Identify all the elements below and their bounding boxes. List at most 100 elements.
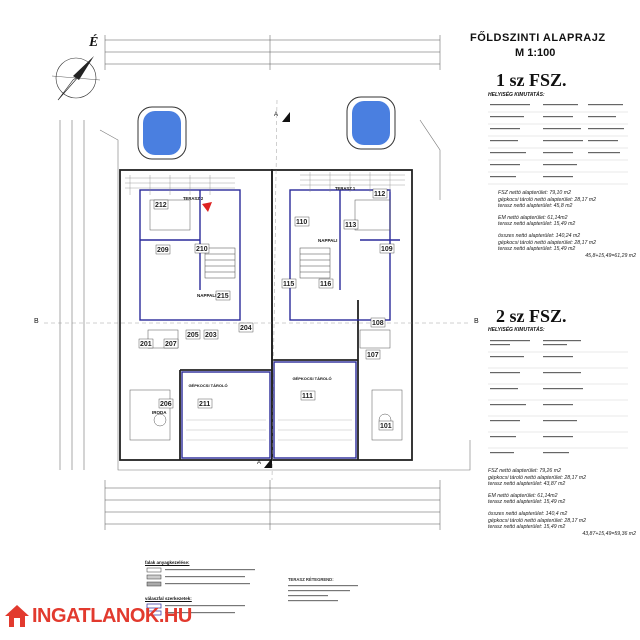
room-number: 110	[296, 219, 307, 226]
garage-floor-pattern	[186, 419, 352, 441]
room-number-box	[343, 219, 359, 230]
unit2-subhead: HELYISÉG KIMUTATÁS:	[488, 327, 545, 333]
ingatlanok-logo: INGATLANOK.HU	[4, 600, 192, 632]
unit2-heading: 2 sz FSZ.	[496, 306, 567, 326]
room-number: 107	[367, 352, 379, 359]
terrace-layer-note: TERASZ RÉTEGREND:	[288, 577, 378, 606]
room-number-box	[163, 338, 179, 349]
pools	[137, 96, 396, 160]
room-number: 111	[302, 393, 313, 400]
unit2-stat-line: összes nettó alapterület: 140,4 m2	[488, 510, 568, 517]
terrace-layer-title: TERASZ RÉTEGREND:	[288, 577, 334, 582]
room-number: 205	[187, 332, 199, 339]
property-boundary	[99, 119, 471, 471]
north-letter: É	[89, 35, 99, 50]
building-right-walls	[271, 169, 413, 461]
unit1-stat-line: összes nettó alapterület: 140,24 m2	[498, 232, 581, 239]
room-number: 112	[374, 191, 385, 198]
room-number-box	[158, 398, 174, 409]
section-label-bottom: A	[257, 460, 262, 466]
room-name-nappali-right: NAPPALI	[318, 238, 338, 243]
building-left-walls	[119, 169, 273, 461]
unit1-stat-line: 45,8+15,49=61,29 m2	[585, 252, 636, 259]
legend-title-walls: falak anyagkezelése:	[145, 560, 190, 565]
room-number-box	[215, 290, 231, 301]
room-name-nappali-left: NAPPALI	[197, 293, 217, 298]
unit2-stat-line: gépkocsi tároló nettó alapterület: 28,17…	[488, 474, 587, 481]
unit1-stat-line: terasz nettó alapterület: 45,8 m2	[498, 203, 573, 210]
room-number: 109	[381, 246, 393, 253]
terrace-paving-right	[300, 172, 405, 192]
unit1-room-list	[488, 100, 628, 195]
room-number-box	[185, 329, 201, 340]
legend-partition-samples	[146, 603, 245, 616]
unit1-stat-line: gépkocsi tároló nettó alapterület: 28,17…	[498, 196, 597, 203]
room-number: 108	[372, 320, 384, 327]
unit2-stat-line: terasz nettó alapterület: 15,49 m2	[488, 499, 566, 506]
room-number: 206	[160, 401, 172, 408]
room-number: 209	[157, 247, 169, 254]
terrace-paving-left	[125, 175, 235, 195]
room-number-box	[203, 329, 219, 340]
room-name-terasz-left: TERASZ 2	[183, 196, 204, 201]
unit1-heading: 1 sz FSZ.	[496, 70, 567, 90]
unit1-stat-line: terasz nettó alapterület: 15,49 m2	[498, 221, 576, 228]
room-number: 204	[240, 325, 252, 332]
room-number-box	[318, 278, 334, 289]
unit2-room-list	[488, 336, 628, 464]
entrance-marker	[202, 202, 212, 212]
room-number-box	[281, 278, 297, 289]
room-number-box	[370, 317, 386, 328]
room-number: 212	[155, 202, 167, 209]
room-number-box	[365, 349, 381, 360]
unit1-stat-line: EM nettó alapterület: 61,14m2	[498, 214, 568, 221]
unit1-stat-line: FSZ nettó alapterület: 79,10 m2	[498, 190, 571, 196]
north-arrow	[51, 56, 101, 101]
section-label-top: A	[274, 112, 279, 118]
room-number-box	[300, 390, 316, 401]
house-logo-icon	[5, 605, 29, 627]
room-number-box	[194, 243, 210, 254]
room-number-box	[379, 243, 395, 254]
room-number: 211	[199, 401, 210, 408]
unit1-room-table	[488, 104, 628, 185]
room-number: 203	[205, 332, 217, 339]
unit2-room-table	[488, 340, 628, 454]
legend-title-partitions: válaszfal szerkezetek:	[145, 596, 192, 601]
room-name-garage-right: GÉPKOCSI TÁROLÓ	[292, 376, 332, 381]
interior-walls-blue	[139, 189, 400, 459]
dimension-lines-top	[104, 35, 441, 70]
room-name-terasz-right: TERASZ 1	[335, 186, 356, 191]
room-number: 101	[380, 423, 392, 430]
room-number: 207	[165, 341, 177, 348]
room-number: 115	[283, 281, 294, 288]
room-number: 210	[196, 246, 208, 253]
room-number-box	[138, 338, 154, 349]
room-name-garage-left: GÉPKOCSI TÁROLÓ	[188, 383, 228, 388]
room-number-box	[294, 216, 310, 227]
drawing-title: FŐLDSZINTI ALAPRAJZ	[470, 32, 606, 44]
unit2-stat-line: EM nettó alapterület: 61,14m2	[488, 492, 558, 499]
room-number-box	[238, 322, 254, 333]
room-number-box	[372, 188, 388, 199]
wall-legend: falak anyagkezelése: válaszfal szerkezet…	[145, 560, 275, 622]
dimension-lines-left	[59, 120, 85, 470]
dimension-lines-bottom	[104, 480, 441, 530]
unit2-stat-line: terasz nettó alapterület: 43,87 m2	[488, 481, 566, 488]
section-marks	[44, 99, 470, 481]
terrace-layer-lines	[288, 585, 358, 602]
stairs	[204, 247, 331, 279]
unit1-stat-line: terasz nettó alapterület: 15,49 m2	[498, 246, 576, 253]
unit1-stat-line: gépkocsi tároló nettó alapterület: 28,17…	[498, 239, 597, 246]
unit2-stat-line: 43,87+15,49=59,36 m2	[582, 530, 636, 537]
room-number: 215	[217, 293, 229, 300]
unit2-stat-line: terasz nettó alapterület: 15,49 m2	[488, 524, 566, 531]
drawing-scale: M 1:100	[515, 47, 556, 59]
room-number-box	[155, 244, 171, 255]
room-number-box	[197, 398, 213, 409]
room-name-iroda: IRODA	[152, 410, 167, 415]
